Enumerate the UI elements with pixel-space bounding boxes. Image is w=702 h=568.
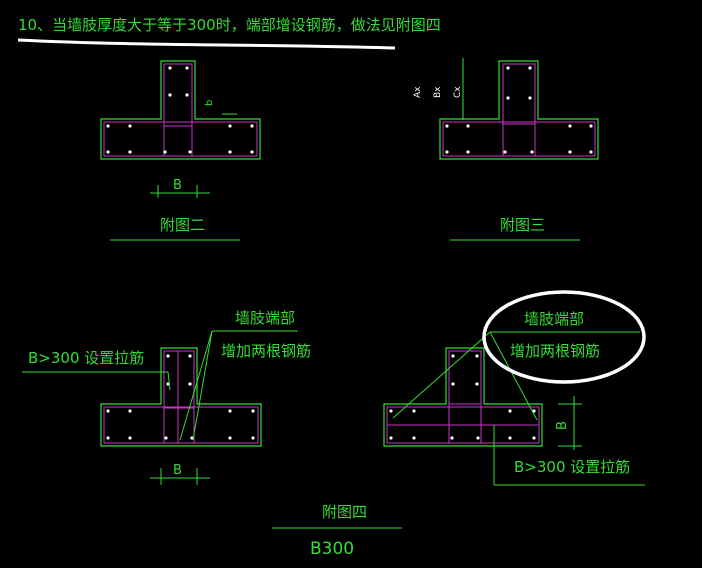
fig4l-label-1: 墙肢端部 bbox=[235, 309, 295, 327]
fig3-label-ax: Ax bbox=[413, 86, 423, 98]
fig3-label-bx: Bx bbox=[433, 86, 443, 98]
fig2-rebar bbox=[103, 63, 258, 157]
fig4r-label-2: 增加两根钢筋 bbox=[510, 342, 600, 360]
fig3-caption: 附图三 bbox=[500, 216, 545, 234]
fig4r-dim-b-label: B bbox=[555, 421, 570, 430]
fig2-dim-b-small-label: b bbox=[204, 100, 215, 106]
fig4-caption: 附图四 bbox=[322, 503, 367, 521]
fig2-dim-b-label: B bbox=[173, 178, 182, 193]
fig4l-dim-b bbox=[150, 468, 210, 485]
fig2-dim-b-small bbox=[222, 113, 237, 120]
fig3-outline bbox=[439, 60, 599, 160]
fig4r-rebar bbox=[386, 350, 540, 444]
fig4r-bars bbox=[389, 354, 536, 440]
note-underline bbox=[17, 38, 396, 50]
figure-4-left: 墙肢端部 增加两根钢筋 B>300 设置拉筋 B bbox=[22, 309, 311, 485]
fig3-rebar bbox=[442, 63, 596, 157]
fig4l-dim-b-label: B bbox=[173, 463, 182, 478]
fig2-caption: 附图二 bbox=[160, 216, 205, 234]
fig2-dim-b bbox=[150, 185, 210, 198]
fig4r-tie-label: B>300 设置拉筋 bbox=[514, 458, 630, 476]
fig4l-bars bbox=[106, 354, 255, 440]
fig4l-leaders bbox=[22, 330, 298, 441]
fig4r-leaders bbox=[392, 331, 645, 486]
fig4-sub: B300 bbox=[310, 539, 354, 559]
fig2-outline bbox=[100, 60, 261, 160]
figure-4-right: 墙肢端部 增加两根钢筋 B>300 设置拉筋 B bbox=[383, 290, 646, 486]
fig4r-outline bbox=[383, 347, 543, 447]
fig2-bars bbox=[106, 66, 254, 154]
fig4r-label-1: 墙肢端部 bbox=[524, 310, 584, 328]
figure-3: Ax Bx Cx 附图三 bbox=[413, 58, 599, 241]
note-text: 10、当墙肢厚度大于等于300时，端部增设钢筋，做法见附图四 bbox=[18, 16, 441, 34]
fig4r-highlight-circle bbox=[482, 290, 646, 384]
fig3-bars bbox=[445, 66, 593, 154]
fig4l-tie-label: B>300 设置拉筋 bbox=[28, 349, 144, 367]
fig4l-outline bbox=[100, 347, 262, 447]
figure-2: b B 附图二 bbox=[100, 60, 261, 241]
fig3-label-cx: Cx bbox=[453, 86, 463, 98]
fig4l-label-2: 增加两根钢筋 bbox=[221, 342, 311, 360]
